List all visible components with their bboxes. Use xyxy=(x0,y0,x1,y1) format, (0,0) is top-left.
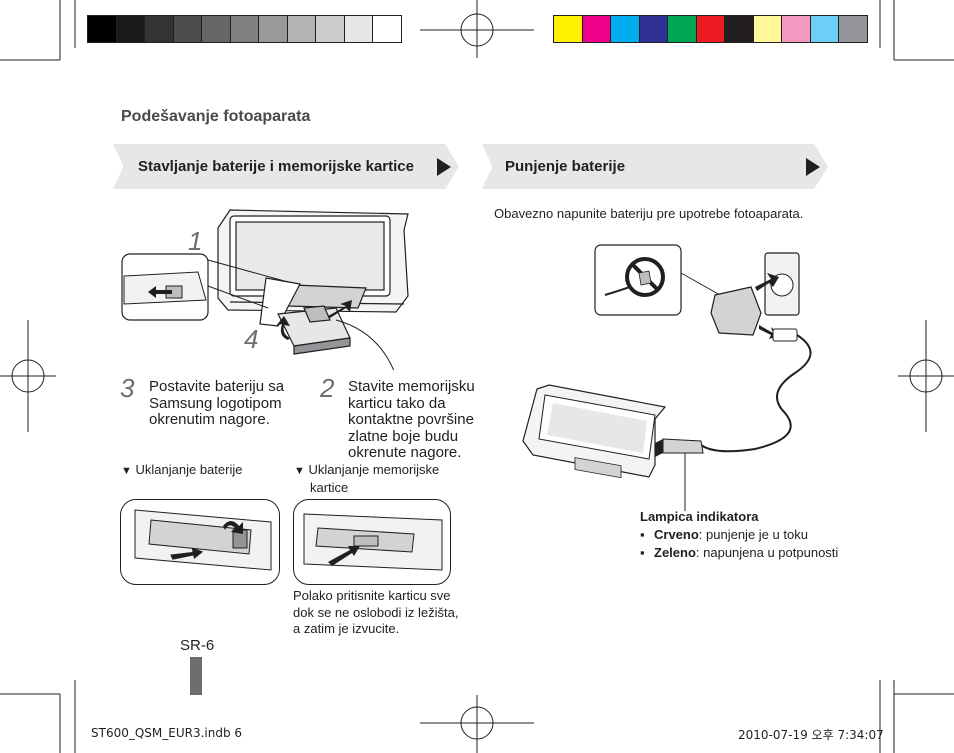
color-swatch xyxy=(87,15,117,43)
color-swatch xyxy=(201,15,231,43)
page-number: SR-6 xyxy=(180,637,215,654)
play-arrow-icon xyxy=(806,158,820,176)
color-swatch xyxy=(724,15,754,43)
instruction-line: Stavite memorijsku xyxy=(348,378,475,395)
instruction-line: okrenute nagore. xyxy=(348,444,462,461)
indicator-item-red: ▪Crveno: punjenje je u toku xyxy=(640,527,808,542)
color-swatch xyxy=(315,15,345,43)
step-2-instructions: Stavite memorijsku karticu tako da konta… xyxy=(348,378,475,462)
step-number: 1 xyxy=(188,226,203,256)
triangle-down-icon: ▼ xyxy=(294,465,305,477)
color-swatch xyxy=(809,15,839,43)
color-swatch xyxy=(343,15,373,43)
instruction-line: okrenutim nagore. xyxy=(149,411,270,428)
color-swatch xyxy=(781,15,811,43)
color-swatch xyxy=(695,15,725,43)
color-swatch xyxy=(581,15,611,43)
color-swatch xyxy=(752,15,782,43)
note-line: a zatim je izvucite. xyxy=(293,621,400,636)
instruction-line: kontaktne površine xyxy=(348,411,474,428)
bullet-icon: ▪ xyxy=(640,527,645,542)
card-removal-note: Polako pritisnite karticu sve dok se ne … xyxy=(293,588,458,638)
color-swatch xyxy=(372,15,402,43)
card-removal-label: ▼ Uklanjanje memorijske kartice xyxy=(294,462,440,495)
banner-title: Stavljanje baterije i memorijske kartice xyxy=(138,158,414,175)
color-swatch xyxy=(553,15,583,43)
battery-removal-illustration xyxy=(120,499,280,585)
charging-illustration xyxy=(522,244,812,511)
color-swatch xyxy=(115,15,145,43)
step-3-instructions: Postavite bateriju sa Samsung logotipom … xyxy=(149,378,285,429)
color-swatch xyxy=(258,15,288,43)
bullet-icon: ▪ xyxy=(640,545,645,560)
note-line: Polako pritisnite karticu sve xyxy=(293,588,451,603)
banner-title: Punjenje baterije xyxy=(505,158,626,175)
step-number: 4 xyxy=(244,324,259,354)
card-removal-illustration xyxy=(293,499,451,585)
battery-removal-label: ▼ Uklanjanje baterije xyxy=(121,462,243,477)
play-arrow-icon xyxy=(437,158,451,176)
charging-intro: Obavezno napunite bateriju pre upotrebe … xyxy=(494,206,804,221)
step-number: 2 xyxy=(320,373,335,403)
left-section-banner: Stavljanje baterije i memorijske kartice xyxy=(113,144,459,189)
color-swatch xyxy=(667,15,697,43)
page-tab-marker xyxy=(190,657,202,695)
step-number: 3 xyxy=(120,373,135,403)
battery-insertion-illustration xyxy=(121,209,409,370)
color-swatch xyxy=(838,15,868,43)
color-swatch xyxy=(229,15,259,43)
instruction-line: zlatne boje budu xyxy=(348,427,459,445)
color-swatch xyxy=(286,15,316,43)
footer-timestamp: 2010-07-19 오후 7:34:07 xyxy=(738,728,884,742)
note-line: dok se ne oslobodi iz ležišta, xyxy=(293,604,459,620)
section-title: Podešavanje fotoaparata xyxy=(121,108,311,125)
triangle-down-icon: ▼ xyxy=(121,465,132,477)
instruction-line: karticu tako da xyxy=(348,394,446,412)
indicator-title: Lampica indikatora xyxy=(640,509,759,524)
footer-filename: ST600_QSM_EUR3.indb 6 xyxy=(91,726,243,740)
color-swatch xyxy=(638,15,668,43)
color-swatch xyxy=(172,15,202,43)
indicator-item-green: ▪Zeleno: napunjena u potpunosti xyxy=(640,545,839,560)
instruction-line: Postavite bateriju sa xyxy=(149,378,285,395)
color-swatch xyxy=(610,15,640,43)
right-section-banner: Punjenje baterije xyxy=(482,144,828,189)
color-swatch xyxy=(144,15,174,43)
instruction-line: Samsung logotipom xyxy=(149,394,282,412)
